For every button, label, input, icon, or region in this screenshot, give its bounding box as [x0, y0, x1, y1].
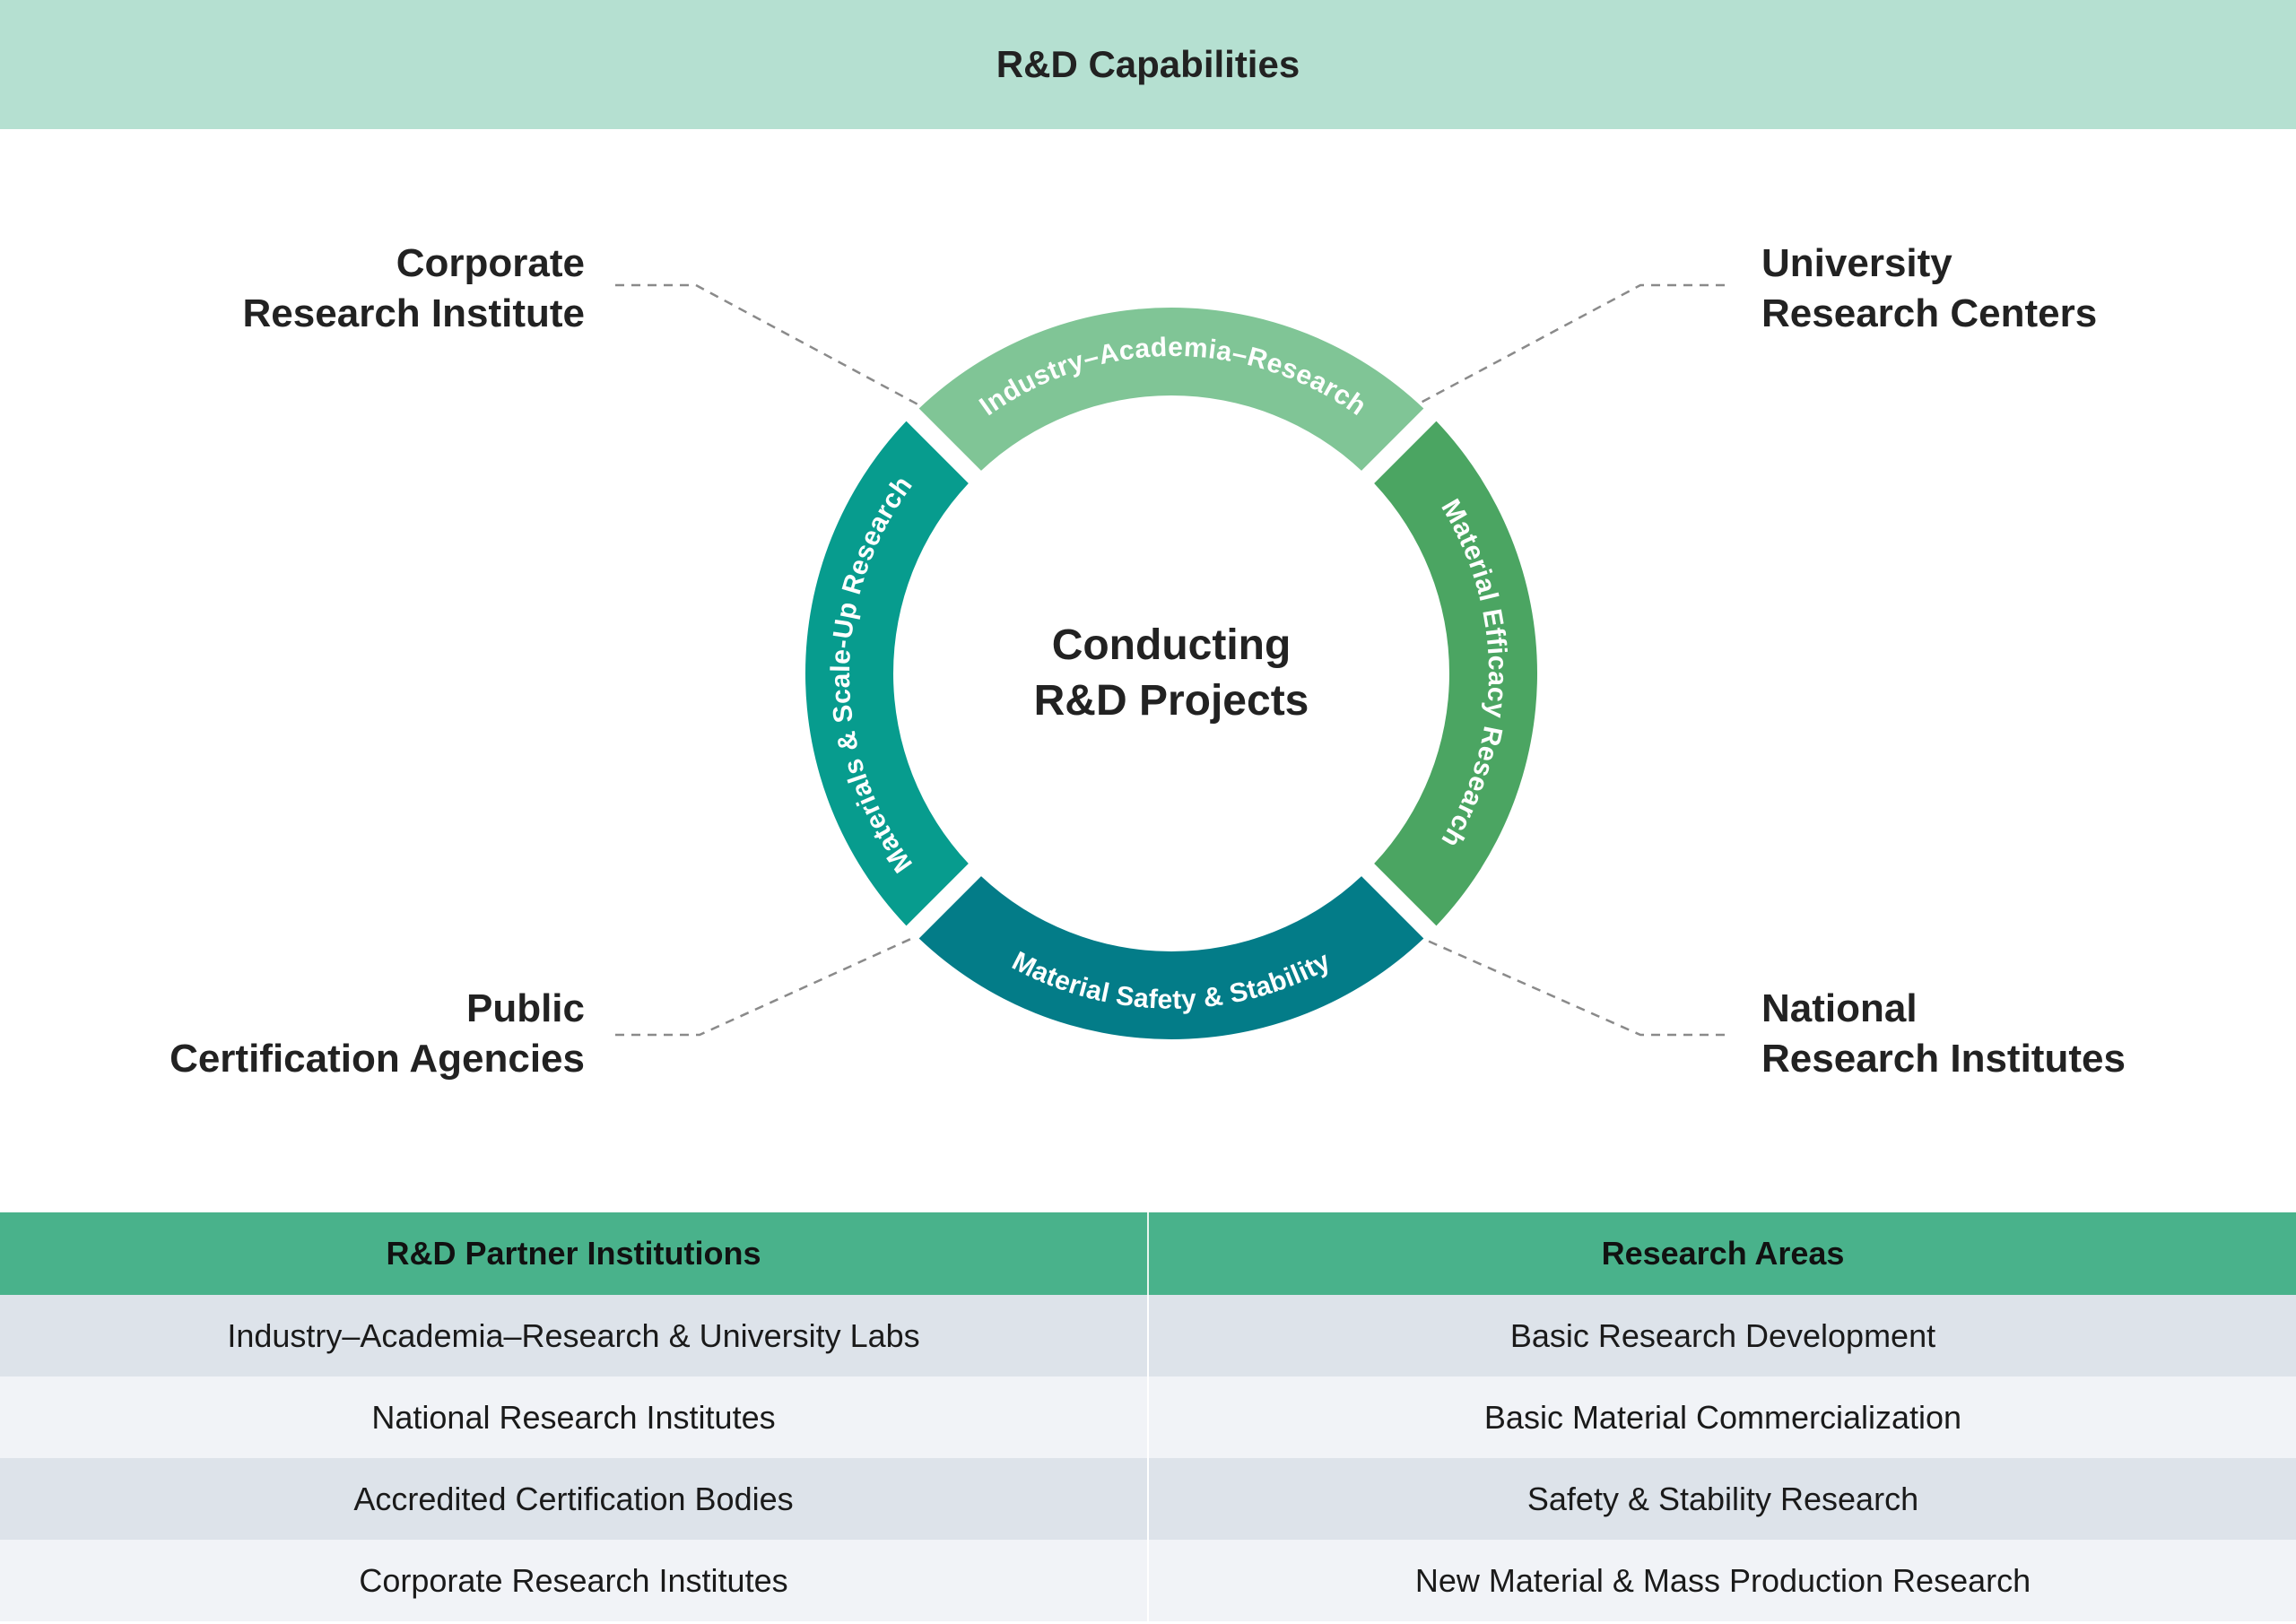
table-header-row: R&D Partner Institutions Research Areas — [0, 1212, 2296, 1295]
table-cell: New Material & Mass Production Research — [1414, 1561, 2031, 1599]
partner-line: National — [1761, 986, 1918, 1030]
partner-line: University — [1761, 241, 1952, 285]
connector-lines — [615, 283, 1725, 1037]
table-cell: Corporate Research Institutes — [0, 1540, 1149, 1621]
table-row: Industry–Academia–Research & University … — [0, 1295, 2296, 1376]
partner-bottom-right: National Research Institutes — [1761, 984, 2126, 1084]
ring-segment-right — [1374, 421, 1537, 926]
center-title: Conducting R&D Projects — [1034, 621, 1309, 725]
partner-line: Research Institutes — [1761, 1037, 2126, 1081]
table-cell: Basic Material Commercialization — [1483, 1398, 1962, 1436]
ring-segment-bottom — [918, 876, 1424, 1039]
ring-labels: Industry–Academia–Research Material Effi… — [826, 333, 1512, 1015]
table-row: Corporate Research Institutes New Materi… — [0, 1540, 2296, 1621]
connector-top-right — [1420, 283, 1725, 404]
partner-top-left: Corporate Research Institute — [243, 239, 585, 339]
table-cell: Industry–Academia–Research & University … — [0, 1295, 1149, 1376]
page-header: R&D Capabilities — [0, 0, 2296, 129]
partner-bottom-left: Public Certification Agencies — [170, 984, 585, 1084]
table-cell: National Research Institutes — [0, 1376, 1149, 1458]
ring-segment-top — [918, 308, 1424, 471]
rd-cycle-diagram: Industry–Academia–Research Material Effi… — [615, 283, 1725, 1039]
connector-top-left — [615, 283, 924, 409]
table-row: Accredited Certification Bodies Safety &… — [0, 1458, 2296, 1540]
table-row: National Research Institutes Basic Mater… — [0, 1376, 2296, 1458]
table-cell: Accredited Certification Bodies — [0, 1458, 1149, 1540]
connector-bottom-right — [1422, 937, 1725, 1037]
center-line-2: R&D Projects — [1034, 677, 1309, 725]
column-header-partners: R&D Partner Institutions — [0, 1212, 1149, 1295]
center-line-1: Conducting — [1052, 621, 1292, 669]
partner-top-right: University Research Centers — [1761, 239, 2097, 339]
partner-line: Certification Agencies — [170, 1037, 585, 1081]
connector-bottom-left — [615, 935, 916, 1037]
page-title: R&D Capabilities — [996, 43, 1300, 85]
table-cell: Safety & Stability Research — [1526, 1480, 1919, 1517]
column-header-areas: Research Areas — [1601, 1235, 1845, 1272]
ring-segment-left — [805, 421, 969, 926]
ring — [805, 308, 1537, 1039]
partner-line: Research Institute — [242, 291, 585, 335]
capabilities-table: R&D Partner Institutions Research Areas … — [0, 1212, 2296, 1621]
partner-line: Public — [465, 986, 585, 1030]
partner-line: Research Centers — [1761, 291, 2098, 335]
table-cell: Basic Research Development — [1509, 1316, 1936, 1354]
partner-line: Corporate — [396, 241, 585, 285]
